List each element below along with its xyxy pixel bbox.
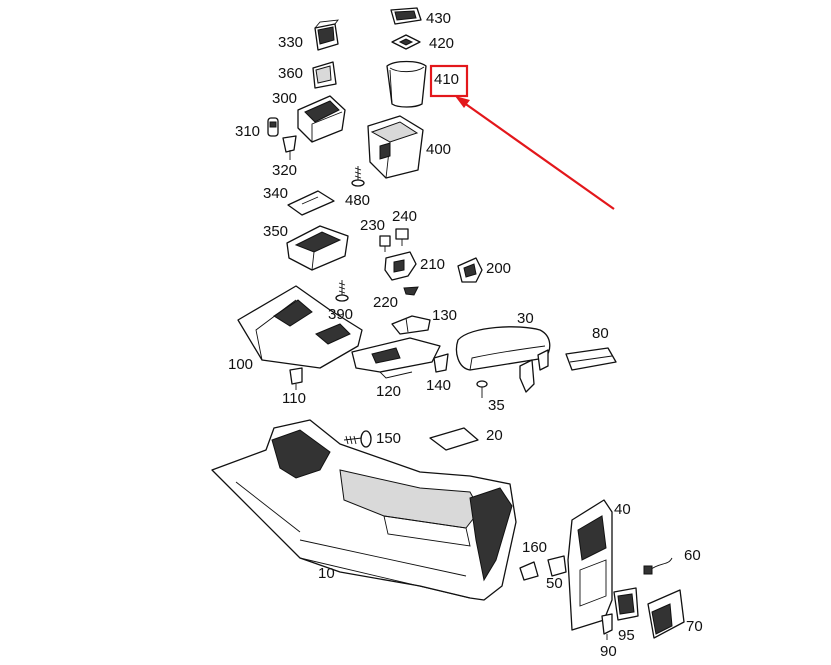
part-40-drawing — [567, 499, 613, 631]
highlight-arrow-line — [459, 99, 615, 210]
label-80: 80 — [592, 325, 609, 342]
part-60-drawing — [643, 557, 673, 575]
part-50-drawing — [547, 555, 567, 577]
label-130: 130 — [432, 307, 457, 324]
label-390: 390 — [328, 306, 353, 323]
part-390-drawing — [335, 280, 349, 302]
label-10: 10 — [318, 565, 335, 582]
label-50: 50 — [546, 575, 563, 592]
part-240-drawing — [395, 228, 409, 246]
label-420: 420 — [429, 35, 454, 52]
label-35: 35 — [488, 397, 505, 414]
label-430: 430 — [426, 10, 451, 27]
label-410: 410 — [434, 71, 459, 88]
part-200-drawing — [457, 257, 483, 283]
label-210: 210 — [420, 256, 445, 273]
part-230-drawing — [379, 235, 391, 252]
part-310-drawing — [267, 117, 279, 137]
part-320-drawing — [282, 135, 297, 160]
part-110-drawing — [289, 367, 303, 390]
part-20-drawing — [429, 427, 479, 451]
part-90-drawing — [601, 613, 613, 640]
part-220-drawing — [403, 286, 419, 296]
label-320: 320 — [272, 162, 297, 179]
label-140: 140 — [426, 377, 451, 394]
part-80-drawing — [565, 347, 617, 371]
highlight-box — [429, 64, 469, 98]
part-480-drawing — [351, 166, 365, 187]
label-340: 340 — [263, 185, 288, 202]
part-150-drawing — [343, 430, 372, 448]
part-160-drawing — [519, 561, 539, 581]
part-400-drawing — [367, 115, 424, 179]
label-95: 95 — [618, 627, 635, 644]
part-420-drawing — [391, 34, 421, 50]
label-330: 330 — [278, 34, 303, 51]
part-10-drawing — [211, 419, 517, 601]
label-120: 120 — [376, 383, 401, 400]
label-30: 30 — [517, 310, 534, 327]
part-430-drawing — [390, 7, 422, 25]
label-20: 20 — [486, 427, 503, 444]
part-300-drawing — [297, 95, 346, 143]
label-310: 310 — [235, 123, 260, 140]
part-330-drawing — [314, 19, 339, 51]
label-480: 480 — [345, 192, 370, 209]
part-350-drawing — [286, 225, 349, 271]
label-360: 360 — [278, 65, 303, 82]
part-140-drawing — [433, 353, 449, 373]
part-340-drawing — [287, 190, 335, 216]
highlight-arrow-head — [455, 96, 470, 108]
label-90: 90 — [600, 643, 617, 660]
label-110: 110 — [282, 390, 306, 407]
label-60: 60 — [684, 547, 701, 564]
label-150: 150 — [376, 430, 401, 447]
label-400: 400 — [426, 141, 451, 158]
part-410-drawing — [386, 60, 427, 108]
part-95-drawing — [613, 587, 639, 621]
part-210-drawing — [384, 251, 417, 281]
label-70: 70 — [686, 618, 703, 635]
label-300: 300 — [272, 90, 297, 107]
part-130-drawing — [391, 315, 431, 335]
label-200: 200 — [486, 260, 511, 277]
label-220: 220 — [373, 294, 398, 311]
label-160: 160 — [522, 539, 547, 556]
label-350: 350 — [263, 223, 288, 240]
part-120-drawing — [351, 337, 441, 379]
part-35-drawing — [476, 380, 488, 398]
part-100-drawing — [237, 285, 363, 369]
part-360-drawing — [312, 61, 337, 89]
label-230: 230 — [360, 217, 385, 234]
part-30-drawing — [455, 326, 551, 393]
label-100: 100 — [228, 356, 253, 373]
label-240: 240 — [392, 208, 417, 225]
label-40: 40 — [614, 501, 631, 518]
part-70-drawing — [647, 589, 685, 639]
